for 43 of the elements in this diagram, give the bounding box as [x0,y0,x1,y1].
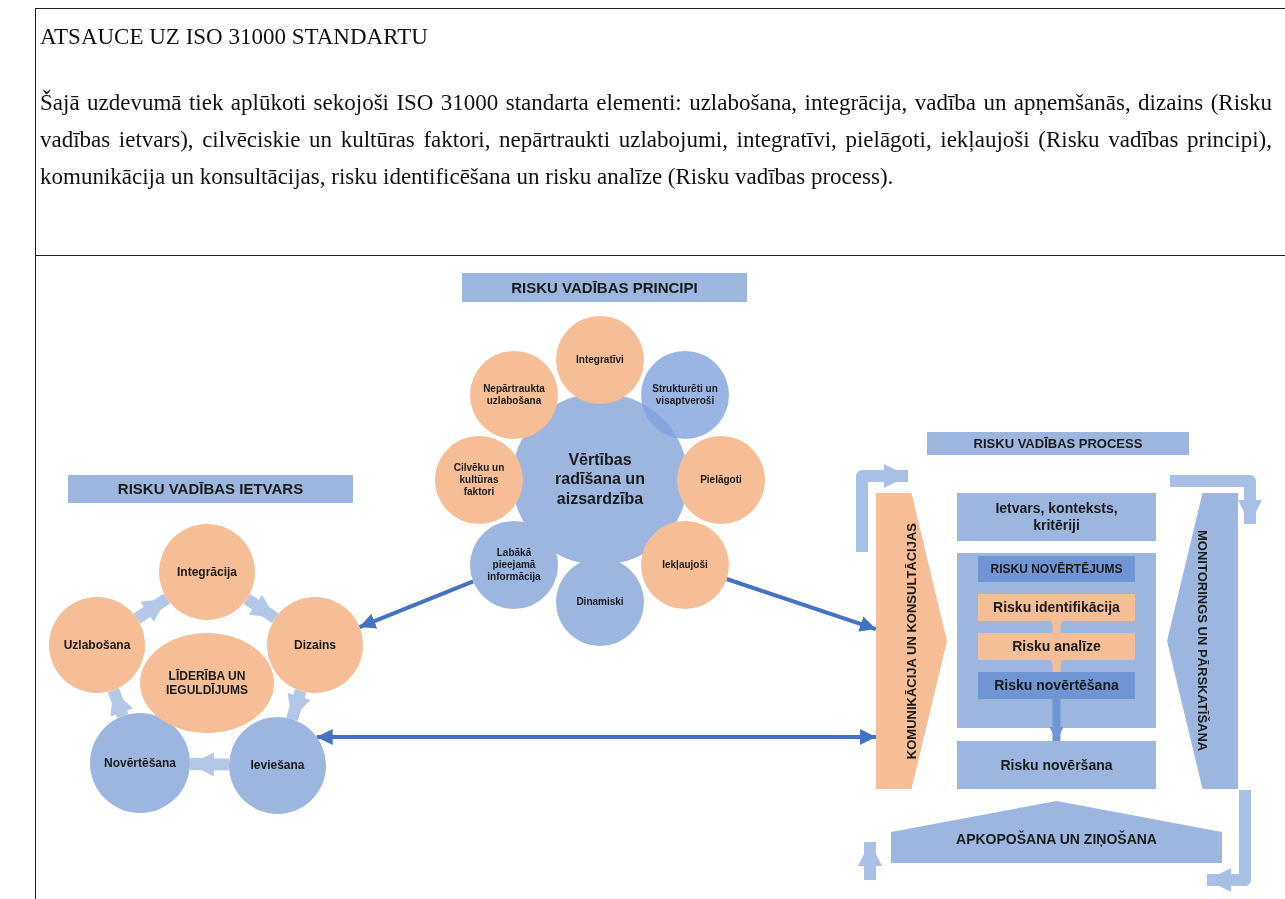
process-box: RISKU NOVĒRTĒJUMS [978,556,1135,582]
circle-node: Cilvēku un kultūras faktori [435,436,523,524]
circle-node: LĪDERĪBA UN IEGULDĪJUMS [140,633,274,733]
arrow [726,577,877,632]
arrow [243,593,279,624]
circle-node: Dizains [267,597,363,693]
circle-node: Novērtēšana [90,713,190,813]
process-box: Ietvars, konteksts, kritēriji [957,493,1156,541]
chevron-band: KOMUNIKĀCIJA UN KONSULTĀCIJAS [876,493,947,789]
circle-node: Integratīvi [556,316,644,404]
circle-node: Pielāgoti [677,436,765,524]
pentagon-band: APKOPOŠANA UN ZIŅOŠANA [891,801,1222,863]
process-box: Risku novēršana [957,741,1156,789]
circle-node: Iekļaujoši [641,521,729,609]
circle-node: Labākā pieejamā informācija [470,521,558,609]
arrow [316,729,876,745]
process-box: RISKU VADĪBAS IETVARS [68,475,353,503]
heading: ATSAUCE UZ ISO 31000 STANDARTU [40,24,428,50]
arrow [133,593,171,624]
circle-node: Nepārtraukta uzlabošana [470,351,558,439]
circle-node: Integrācija [159,524,255,620]
circle-node: Ieviešana [229,717,326,814]
arrow [1049,619,1064,633]
circle-node: Strukturēti un visaptveroši [641,351,729,439]
chevron-band: MONITORINGS UN PĀRSKATĪŠANA [1167,493,1238,789]
arrow [286,689,311,721]
circle-node: Uzlabošana [49,597,145,693]
process-box: Risku novērtēšana [978,672,1135,699]
process-box: Risku analīze [978,633,1135,660]
arrow [107,688,133,719]
arrow [1207,790,1251,892]
arrow [358,579,474,629]
group-box [957,553,1156,728]
process-box: RISKU VADĪBAS PROCESS [927,432,1189,455]
arrow [856,464,908,552]
process-box: RISKU VADĪBAS PRINCIPI [462,273,747,302]
arrow [1170,475,1262,524]
paragraph: Šajā uzdevumā tiek aplūkoti sekojoši ISO 31000 standarta elementi: uzlabošana, integrācija, vadība un apņemšanās, dizains (Risku vadības ietvars), cilvēciskie un kultūras faktori, nepārtraukti uzlabojumi, integratīvi, pielāgoti, iekļaujoši (Risku vadības principi), komunikācija un konsultācijas, risku identificēšana un risku analīze (Risku vadības process). [40,88,1272,191]
process-box: Risku identifikācija [978,594,1135,621]
arrow [189,752,230,777]
arrow [1049,699,1064,741]
arrow [1049,658,1064,672]
arrow [858,842,882,880]
